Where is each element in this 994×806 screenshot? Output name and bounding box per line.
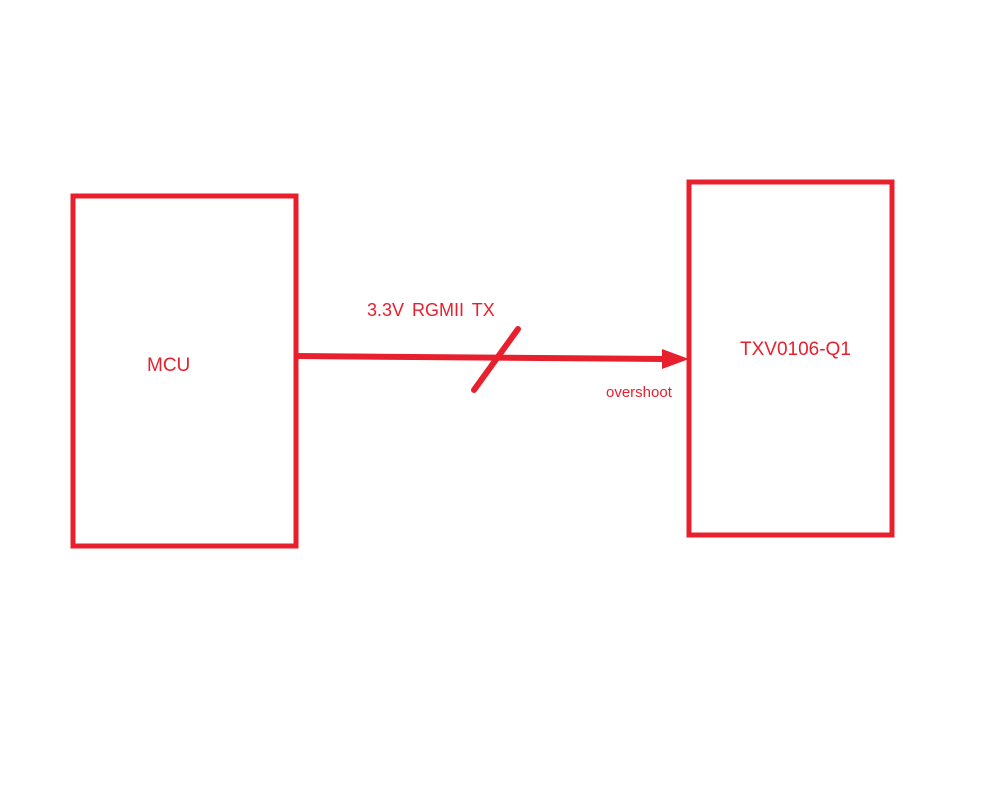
overshoot-label: overshoot: [606, 384, 672, 401]
signal-line: [295, 353, 665, 362]
txv0106-q1-label: TXV0106-Q1: [740, 339, 851, 360]
mcu-label: MCU: [147, 355, 191, 376]
bus-label: 3.3V RGMII TX: [367, 300, 495, 320]
mcu-block: [70, 193, 299, 549]
arrowhead-icon: [662, 349, 689, 369]
bus-slash-mark: [471, 326, 521, 393]
txv0106-q1-block: [686, 179, 895, 538]
